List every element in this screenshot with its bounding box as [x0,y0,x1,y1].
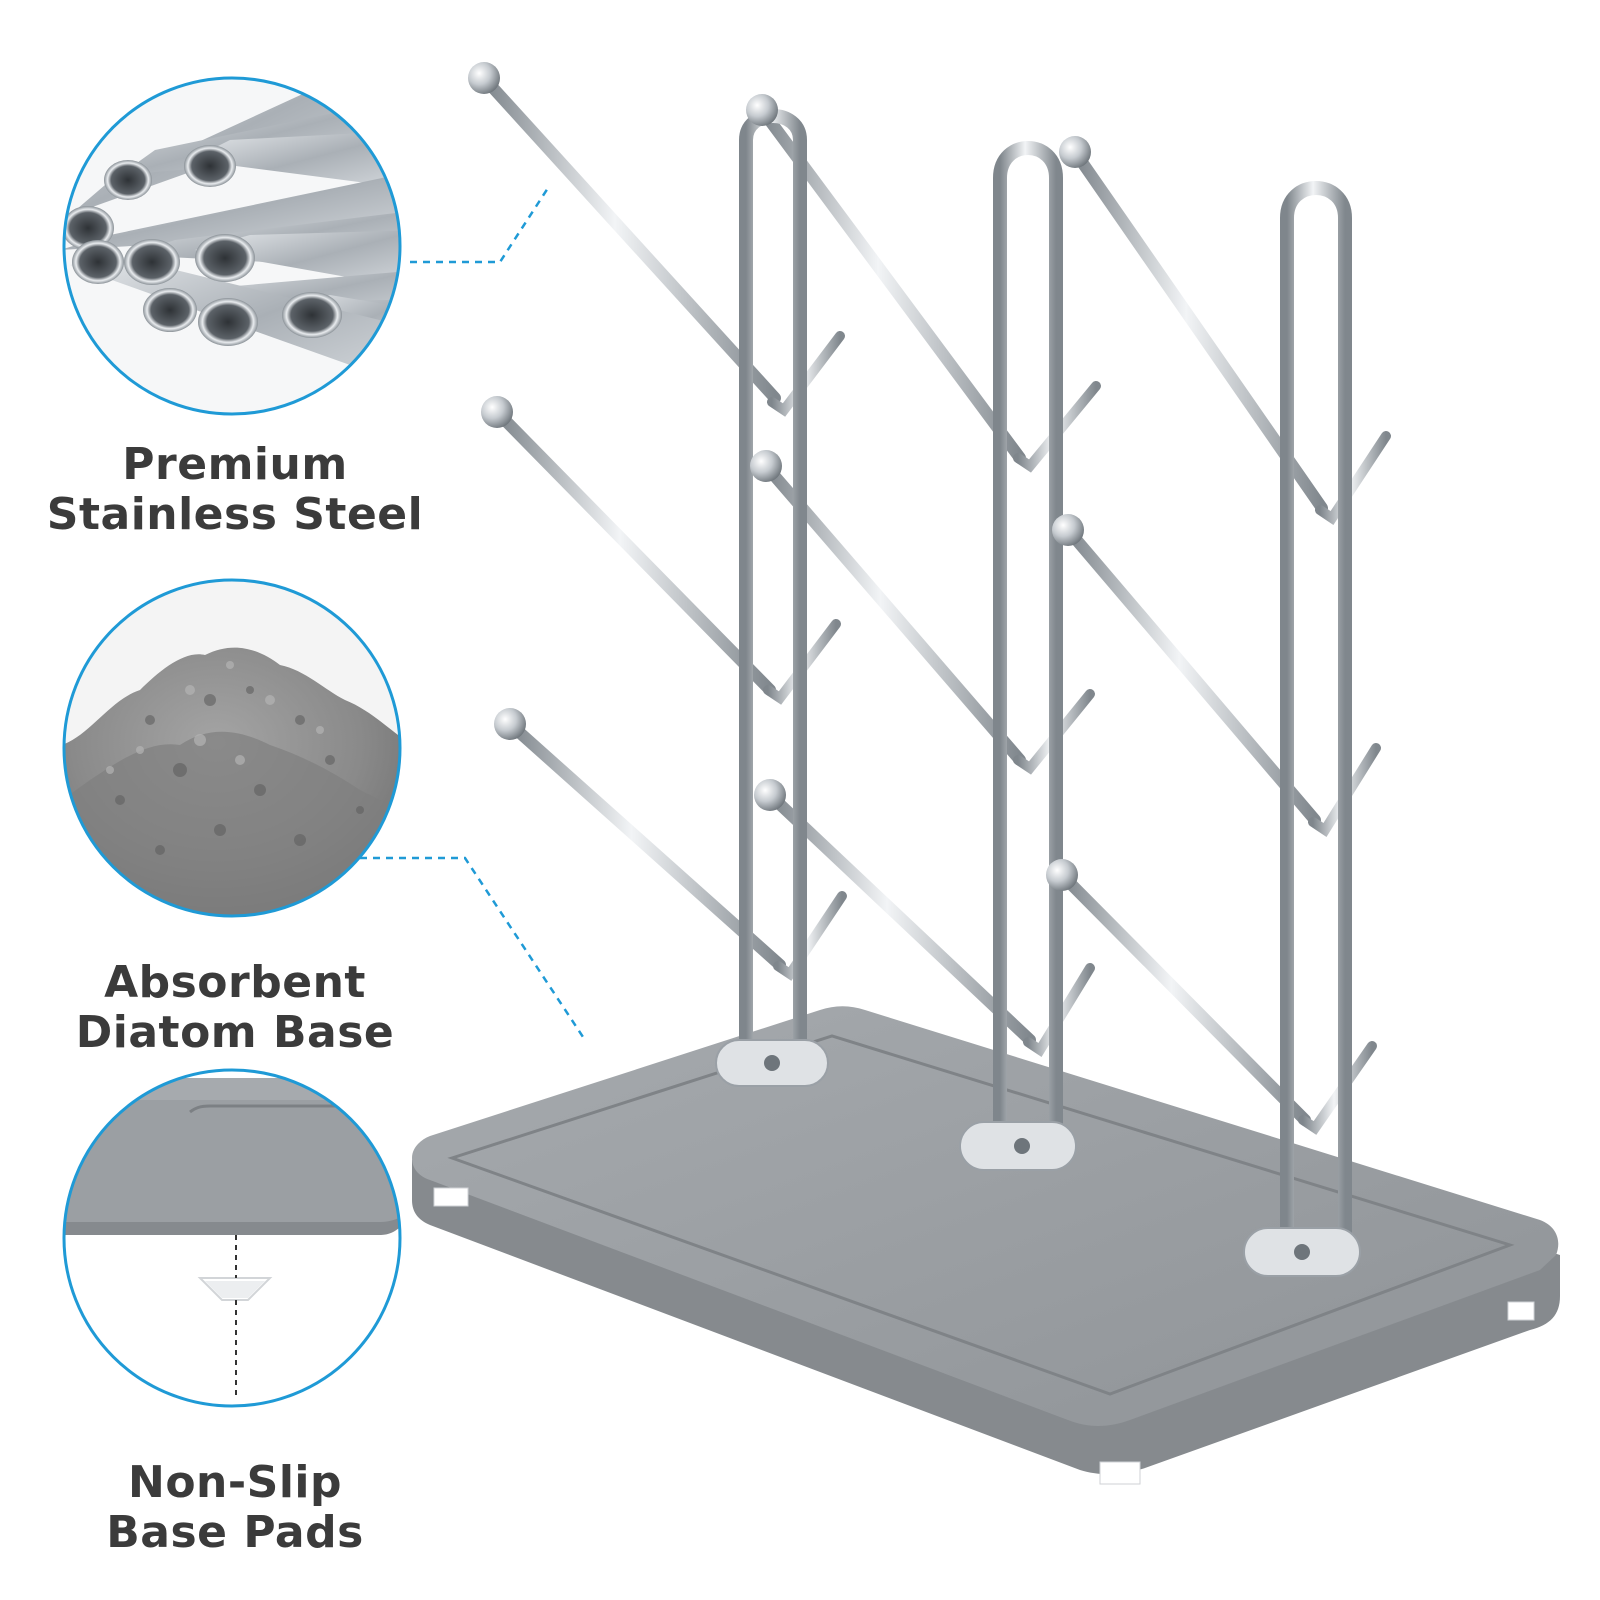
leader-line-diatom [360,856,587,1041]
base-pad-icon [62,1068,402,1408]
drying-rack [412,62,1560,1485]
feature-label-line: Base Pads [106,1507,364,1558]
feature-label-line: Non-Slip [128,1457,342,1508]
leader-line-steel [410,187,550,264]
feature-label-line: Premium [122,439,348,490]
diatom-base [412,1006,1560,1485]
steel-tubes-icon [62,76,402,416]
feature-label-line: Absorbent [104,957,366,1008]
feature-label-line: Stainless Steel [46,489,424,540]
feature-label-diatom-base: Absorbent Diatom Base [25,958,445,1058]
feature-label-base-pads: Non-Slip Base Pads [25,1458,445,1558]
diatom-powder-icon [62,578,402,918]
feature-label-line: Diatom Base [75,1007,395,1058]
feature-label-stainless-steel: Premium Stainless Steel [25,440,445,540]
